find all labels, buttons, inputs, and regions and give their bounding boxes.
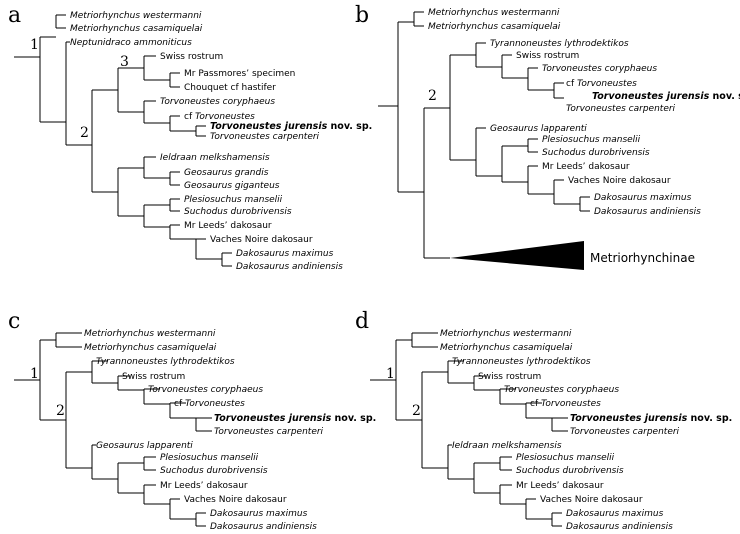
taxon-label: Dakosaurus andiniensis xyxy=(210,522,317,532)
taxon-label: Tyrannoneustes lythrodektikos xyxy=(452,357,591,367)
taxon-label: Swiss rostrum xyxy=(122,372,185,382)
taxon-label: Swiss rostrum xyxy=(516,51,579,61)
taxon-label: Metriorhynchus casamiquelai xyxy=(70,24,203,34)
taxon-label: Suchodus durobrivensis xyxy=(542,148,650,158)
taxon-label: Metriorhynchus westermanni xyxy=(70,11,202,21)
taxon-label: Suchodus durobrivensis xyxy=(160,466,268,476)
taxon-labels: Metriorhynchus westermanni Metriorhynchu… xyxy=(84,329,376,532)
taxon-label: Geosaurus lapparenti xyxy=(490,124,587,134)
panel-d: d 1 2 xyxy=(355,309,732,532)
taxon-labels: Metriorhynchus westermanni Metriorhynchu… xyxy=(440,329,732,532)
collapsed-clade-label: Metriorhynchinae xyxy=(590,251,695,265)
taxon-label: Geosaurus lapparenti xyxy=(96,441,193,451)
taxon-label: Dakosaurus andiniensis xyxy=(594,207,701,217)
taxon-label: Torvoneustes jurensis nov. sp. xyxy=(210,121,372,132)
taxon-label: Dakosaurus maximus xyxy=(236,249,334,259)
taxon-label: Plesiosuchus manselii xyxy=(184,195,283,205)
node-label: 2 xyxy=(428,88,437,104)
taxon-label: Dakosaurus andiniensis xyxy=(236,262,343,272)
node-label: 2 xyxy=(80,125,89,141)
taxon-label: Geosaurus grandis xyxy=(184,168,269,178)
taxon-label: Mr Leeds’ dakosaur xyxy=(160,481,248,491)
panel-b: b 2 xyxy=(355,3,740,270)
taxon-label: Torvoneustes carpenteri xyxy=(214,427,324,437)
taxon-label: Torvoneustes coryphaeus xyxy=(160,97,275,107)
taxon-label: Tyrannoneustes lythrodektikos xyxy=(490,39,629,49)
taxon-label: Swiss rostrum xyxy=(478,372,541,382)
node-label: 3 xyxy=(120,54,129,70)
node-label: 1 xyxy=(30,366,39,382)
collapsed-clade-triangle xyxy=(450,241,584,270)
taxon-label: Dakosaurus maximus xyxy=(594,193,692,203)
taxon-label: Metriorhynchus casamiquelai xyxy=(440,343,573,353)
taxon-label: Neptunidraco ammoniticus xyxy=(70,38,192,48)
taxon-label: Plesiosuchus manselii xyxy=(516,453,615,463)
taxon-label: Metriorhynchus casamiquelai xyxy=(84,343,217,353)
taxon-label: Torvoneustes carpenteri xyxy=(570,427,680,437)
taxon-label: Ieldraan melkshamensis xyxy=(452,441,562,451)
taxon-label: Torvoneustes coryphaeus xyxy=(504,385,619,395)
taxon-label: cf Torvoneustes xyxy=(184,112,255,122)
taxon-label: Metriorhynchus westermanni xyxy=(440,329,572,339)
taxon-label: Mr Passmores’ specimen xyxy=(184,69,295,79)
node-label: 2 xyxy=(412,403,421,419)
taxon-label: Torvoneustes jurensis nov. sp. xyxy=(570,413,732,424)
node-label: 1 xyxy=(30,37,39,53)
taxon-label: Plesiosuchus manselii xyxy=(542,135,641,145)
panel-label: b xyxy=(355,3,369,28)
taxon-labels: Metriorhynchus westermanni Metriorhynchu… xyxy=(428,8,740,217)
tree-branches xyxy=(14,14,232,267)
taxon-label: Mr Leeds’ dakosaur xyxy=(542,162,630,172)
taxon-label: Torvoneustes carpenteri xyxy=(566,104,676,114)
taxon-label: Suchodus durobrivensis xyxy=(516,466,624,476)
panel-a: a 1 2 3 xyxy=(8,3,372,272)
taxon-label: Torvoneustes jurensis nov. sp. xyxy=(214,413,376,424)
taxon-label: Geosaurus giganteus xyxy=(184,181,280,191)
taxon-label: Swiss rostrum xyxy=(160,52,223,62)
taxon-label: Suchodus durobrivensis xyxy=(184,207,292,217)
taxon-label: cf Torvoneustes xyxy=(566,79,637,89)
taxon-label: cf Torvoneustes xyxy=(530,399,601,409)
taxon-label: Vaches Noire dakosaur xyxy=(184,495,287,505)
taxon-label: Torvoneustes jurensis nov. sp. xyxy=(592,91,740,102)
taxon-label: Torvoneustes coryphaeus xyxy=(148,385,263,395)
panel-label: c xyxy=(8,309,20,334)
taxon-label: Torvoneustes carpenteri xyxy=(210,132,320,142)
node-label: 2 xyxy=(56,403,65,419)
node-label: 1 xyxy=(386,366,395,382)
taxon-labels: Metriorhynchus westermanni Metriorhynchu… xyxy=(70,11,372,272)
taxon-label: Torvoneustes coryphaeus xyxy=(542,64,657,74)
taxon-label: cf Torvoneustes xyxy=(174,399,245,409)
taxon-label: Metriorhynchus casamiquelai xyxy=(428,22,561,32)
tree-branches xyxy=(370,332,568,527)
taxon-label: Dakosaurus maximus xyxy=(210,509,308,519)
taxon-label: Plesiosuchus manselii xyxy=(160,453,259,463)
taxon-label: Dakosaurus andiniensis xyxy=(566,522,673,532)
panel-label: d xyxy=(355,309,369,334)
taxon-label: Metriorhynchus westermanni xyxy=(84,329,216,339)
taxon-label: Metriorhynchus westermanni xyxy=(428,8,560,18)
taxon-label: Dakosaurus maximus xyxy=(566,509,664,519)
taxon-label: Vaches Noire dakosaur xyxy=(540,495,643,505)
tree-branches xyxy=(14,332,212,527)
tree-branches xyxy=(378,11,590,259)
panel-label: a xyxy=(8,3,21,28)
panel-c: c 1 2 xyxy=(8,309,376,532)
taxon-label: Vaches Noire dakosaur xyxy=(210,235,313,245)
taxon-label: Tyrannoneustes lythrodektikos xyxy=(96,357,235,367)
taxon-label: Ieldraan melkshamensis xyxy=(160,153,270,163)
taxon-label: Vaches Noire dakosaur xyxy=(568,176,671,186)
taxon-label: Mr Leeds’ dakosaur xyxy=(516,481,604,491)
taxon-label: Mr Leeds’ dakosaur xyxy=(184,221,272,231)
taxon-label: Chouquet cf hastifer xyxy=(184,83,276,93)
